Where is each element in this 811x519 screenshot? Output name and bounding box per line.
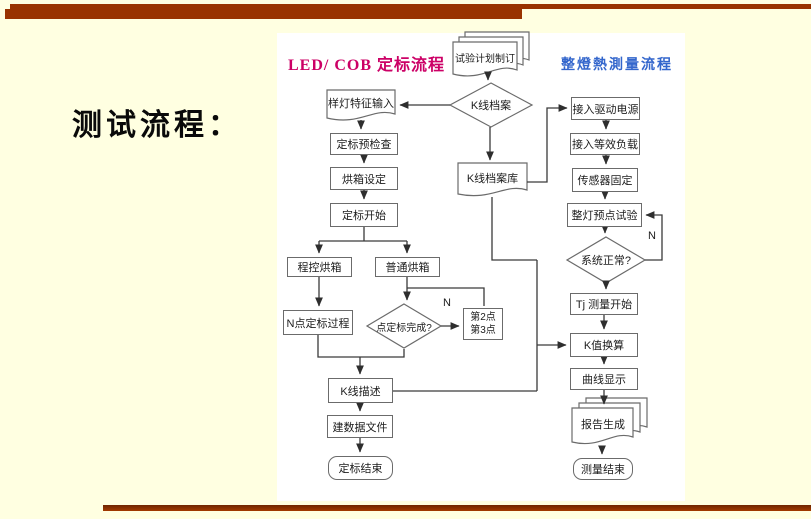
node-k-convert: K值换算: [570, 333, 638, 357]
node-sys-ok: 系统正常?: [580, 255, 632, 267]
connector: [407, 287, 485, 306]
connector: [317, 335, 405, 358]
branch-label-n-right: N: [648, 230, 656, 242]
node-load: 接入等效负载: [570, 133, 640, 155]
document-shape: [452, 41, 518, 77]
node-point23: 第2点 第3点: [463, 308, 503, 340]
node-prog-oven: 程控烘箱: [287, 257, 352, 277]
document-shape: [571, 407, 634, 445]
left-column-title: LED/ COB 定标流程: [288, 57, 446, 74]
node-point-done: 点定标完成?: [376, 322, 432, 334]
node-sample-input: 样灯特征输入: [328, 98, 394, 110]
node-normal-oven: 普通烘箱: [375, 257, 440, 277]
node-k-archive-lib: K线档案库: [466, 173, 519, 185]
node-precheck: 定标预检查: [330, 133, 398, 155]
k-archive-diamond: [448, 82, 534, 128]
connector: [527, 104, 568, 183]
top-accent-bar-thick: [5, 9, 522, 19]
node-k-archive: K线档案: [470, 100, 512, 112]
branch-label-n-left: N: [443, 297, 451, 309]
node-end: 测量结束: [573, 458, 633, 480]
bottom-accent-bar: [103, 505, 811, 511]
node-k-desc: K线描述: [328, 378, 393, 403]
node-curve: 曲线显示: [570, 368, 638, 390]
connector: [645, 211, 663, 261]
point-done-diamond: [365, 303, 443, 349]
top-accent-bar-thin: [10, 4, 811, 9]
right-column-title: 整燈熱測量流程: [561, 58, 673, 73]
connector: [491, 197, 537, 261]
node-n-point: N点定标过程: [283, 310, 353, 335]
node-cal-start: 定标开始: [330, 203, 398, 227]
node-power: 接入驱动电源: [571, 97, 640, 120]
report-document-stack: [571, 397, 648, 445]
sample-input-document: [326, 89, 396, 121]
node-oven-set: 烘箱设定: [330, 167, 398, 190]
slide-title: 测试流程：: [72, 109, 242, 142]
node-plan: 试验计划制订: [455, 53, 515, 65]
node-cal-end: 定标结束: [328, 456, 393, 480]
node-tj-start: Tj 测量开始: [570, 293, 638, 315]
node-build-file: 建数据文件: [327, 415, 393, 438]
node-sensor: 传感器固定: [572, 168, 638, 192]
node-report: 报告生成: [581, 419, 625, 431]
plan-document-stack: [452, 31, 530, 77]
k-archive-lib-document: [457, 162, 528, 197]
node-pretest: 整灯预点试验: [567, 203, 642, 227]
